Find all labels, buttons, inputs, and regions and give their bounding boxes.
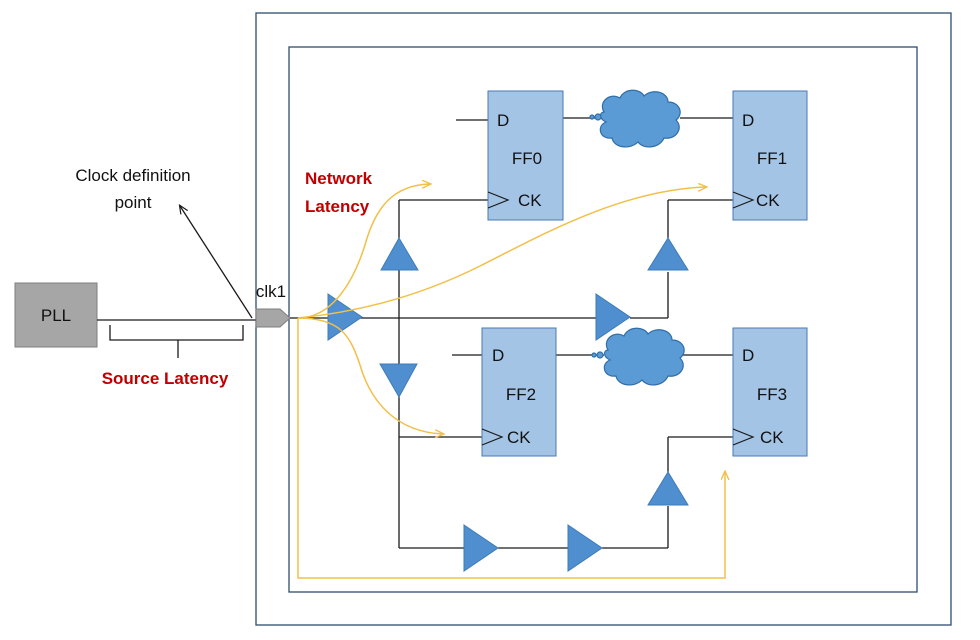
pll-block: PLL bbox=[14, 282, 98, 348]
flip-flop-ff1: D FF1 CK bbox=[732, 90, 808, 221]
flip-flop-ff0: D FF0 CK bbox=[487, 90, 564, 221]
ff1-label: FF1 bbox=[757, 149, 787, 168]
buffer-up-ff1 bbox=[647, 237, 689, 271]
clock-definition-arrow bbox=[180, 206, 253, 319]
clock-definition-label-line2: point bbox=[115, 193, 152, 212]
ff1-d-pin: D bbox=[742, 111, 754, 130]
ff3-ck-pin: CK bbox=[760, 428, 784, 447]
ff0-d-pin: D bbox=[497, 111, 509, 130]
ff2-label: FF2 bbox=[506, 385, 536, 404]
ff0-label: FF0 bbox=[512, 149, 542, 168]
clk1-port bbox=[255, 308, 291, 328]
pll-label: PLL bbox=[41, 306, 71, 325]
clk1-label: clk1 bbox=[256, 282, 286, 301]
ff2-d-pin: D bbox=[492, 346, 504, 365]
source-latency-label: Source Latency bbox=[102, 369, 229, 388]
network-latency-label-line1: Network bbox=[305, 169, 373, 188]
ff1-ck-pin: CK bbox=[756, 191, 780, 210]
buffer-root bbox=[327, 293, 363, 341]
network-latency-label-line2: Latency bbox=[305, 197, 370, 216]
buffer-bottom-2 bbox=[567, 524, 603, 572]
buffer-up-ff0 bbox=[380, 237, 419, 271]
ff0-ck-pin: CK bbox=[518, 191, 542, 210]
buffer-bottom-1 bbox=[463, 524, 499, 572]
source-latency-brace bbox=[109, 325, 244, 358]
buffer-up-ff3 bbox=[647, 471, 689, 506]
logic-cloud-bottom bbox=[591, 327, 685, 386]
network-latency-paths bbox=[297, 184, 725, 579]
ff3-label: FF3 bbox=[757, 385, 787, 404]
logic-cloud-top bbox=[589, 89, 681, 148]
flip-flop-ff3: D FF3 CK bbox=[732, 327, 808, 457]
ff2-ck-pin: CK bbox=[507, 428, 531, 447]
flip-flop-ff2: D FF2 CK bbox=[481, 327, 557, 457]
ff3-d-pin: D bbox=[742, 346, 754, 365]
buffer-right-ff1-path bbox=[595, 293, 631, 341]
clock-definition-label-line1: Clock definition bbox=[75, 166, 190, 185]
buffer-down-ff2 bbox=[379, 363, 418, 399]
